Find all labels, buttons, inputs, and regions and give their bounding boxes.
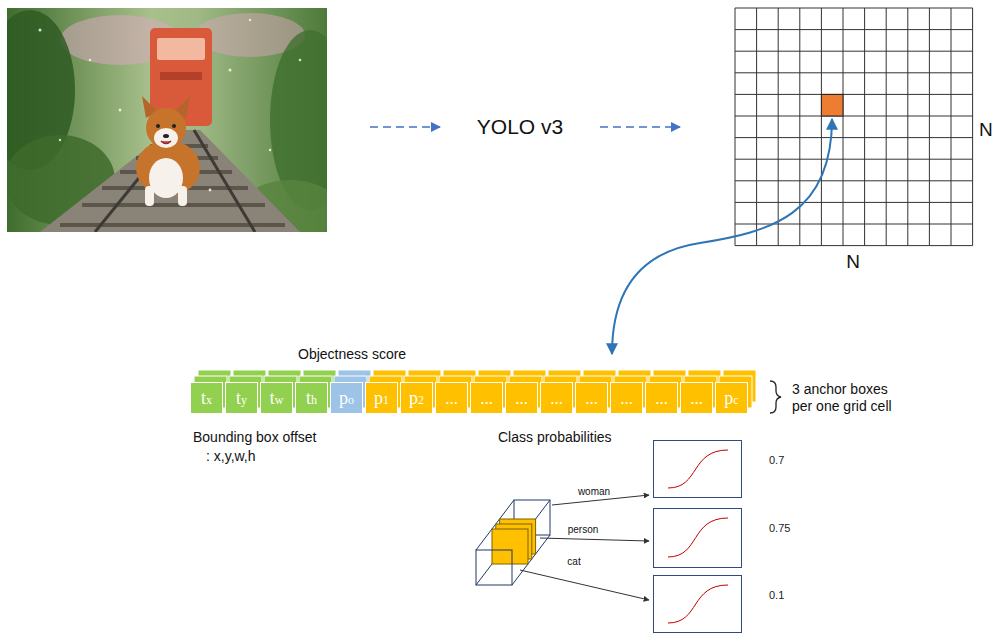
section-label: : x,y,w,h bbox=[206, 448, 256, 465]
vector-cell: ... bbox=[575, 382, 608, 414]
dog-photo bbox=[7, 8, 327, 232]
sigmoid-box: 0.75 bbox=[653, 508, 742, 568]
cell-symbol: pc bbox=[724, 389, 738, 407]
cell-symbol: tx bbox=[201, 389, 212, 407]
cell-symbol: ... bbox=[655, 390, 668, 407]
cell-symbol: po bbox=[339, 389, 354, 407]
section-label: Class probabilities bbox=[498, 429, 612, 446]
sigmoid-curve bbox=[668, 450, 728, 488]
cell-symbol: ... bbox=[620, 390, 633, 407]
sigmoid-curve bbox=[668, 585, 728, 623]
vector-cell: tw bbox=[260, 382, 293, 414]
cell-symbol: ... bbox=[585, 390, 598, 407]
probability-value: 0.75 bbox=[769, 522, 790, 534]
grid-cell-highlight bbox=[821, 94, 843, 116]
vector-cell: pc bbox=[715, 382, 748, 414]
cell-symbol: ... bbox=[550, 390, 563, 407]
model-name: YOLO v3 bbox=[477, 114, 563, 139]
grid-size: N bbox=[846, 251, 860, 274]
cell-symbol: p1 bbox=[374, 389, 389, 407]
vector-cell: th bbox=[295, 382, 328, 414]
grid-size: N bbox=[979, 119, 993, 142]
cell-symbol: tw bbox=[270, 389, 284, 407]
cell-symbol: ... bbox=[690, 390, 703, 407]
feature-cube bbox=[476, 500, 550, 585]
class-name: cat bbox=[566, 556, 581, 568]
cell-symbol: ... bbox=[480, 390, 493, 407]
cell-symbol: ty bbox=[236, 389, 247, 407]
class-name: person bbox=[567, 524, 600, 536]
class-arrow bbox=[540, 538, 649, 541]
flow-arrow bbox=[600, 126, 680, 128]
anchor-note: 3 anchor boxes per one grid cell bbox=[792, 381, 892, 415]
rail bbox=[194, 130, 255, 232]
section-label: Bounding box offset bbox=[193, 429, 317, 446]
sigmoid-curve bbox=[668, 518, 728, 557]
vector-cell: ... bbox=[680, 382, 713, 414]
train-stripe bbox=[160, 72, 202, 80]
vector-cell: ... bbox=[435, 382, 468, 414]
train-window bbox=[157, 38, 205, 60]
vector-cell: ... bbox=[645, 382, 678, 414]
cell-symbol: p2 bbox=[409, 389, 424, 407]
vector-cell: p1 bbox=[365, 382, 398, 414]
probability-value: 0.1 bbox=[769, 589, 784, 601]
vector-cell: ty bbox=[225, 382, 258, 414]
vector-cell: ... bbox=[540, 382, 573, 414]
flow-arrow bbox=[370, 126, 440, 128]
probability-value: 0.7 bbox=[769, 454, 784, 466]
class-arrow bbox=[520, 570, 649, 600]
vector-cell: ... bbox=[505, 382, 538, 414]
vector-cell: ... bbox=[470, 382, 503, 414]
section-label: Objectness score bbox=[298, 346, 406, 363]
cell-symbol: ... bbox=[445, 390, 458, 407]
brace bbox=[770, 381, 781, 413]
vector-cell: po bbox=[330, 382, 363, 414]
sigmoid-box: 0.1 bbox=[653, 575, 742, 633]
vector-cell: p2 bbox=[400, 382, 433, 414]
cell-symbol: ... bbox=[515, 390, 528, 407]
curved-arrow bbox=[612, 119, 832, 354]
vector-cell: tx bbox=[190, 382, 223, 414]
cell-symbol: th bbox=[306, 389, 317, 407]
sigmoid-box: 0.7 bbox=[653, 440, 742, 498]
grid bbox=[735, 8, 973, 246]
snow-dots bbox=[39, 19, 302, 192]
vector-cell: ... bbox=[610, 382, 643, 414]
corgi bbox=[136, 96, 200, 206]
class-name: woman bbox=[577, 486, 611, 498]
